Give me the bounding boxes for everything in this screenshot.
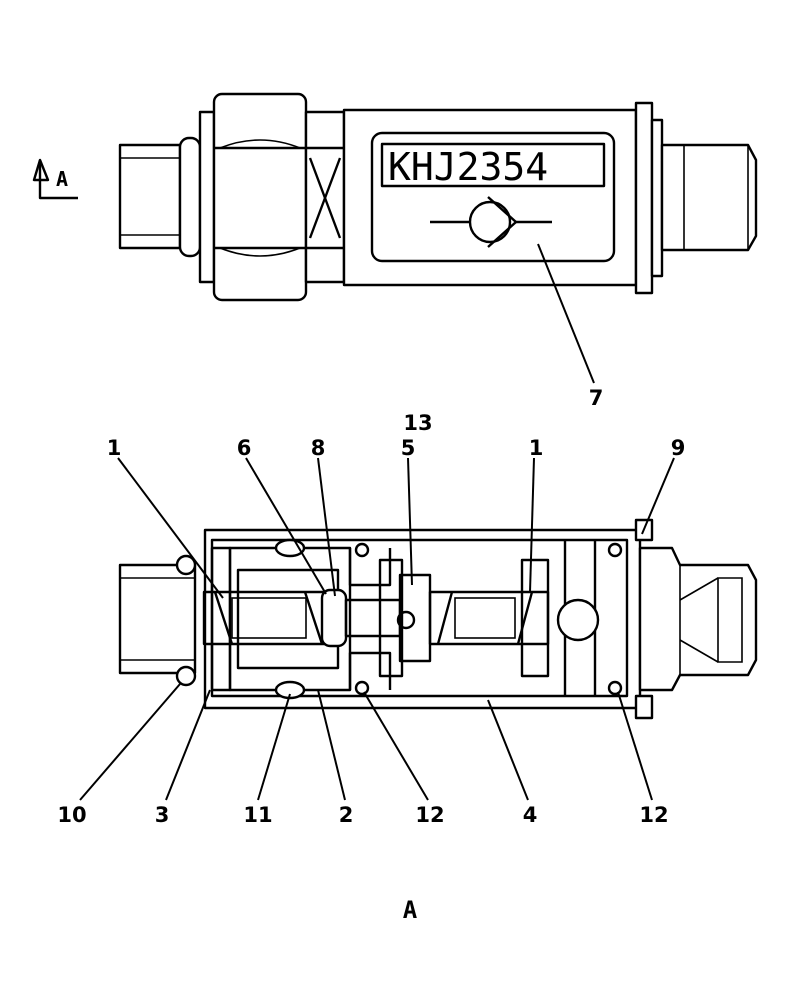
hex-nut <box>198 92 346 302</box>
o-ring-10 <box>175 665 197 687</box>
callout-4: 4 <box>523 803 538 827</box>
callout-12-right: 12 <box>639 803 668 827</box>
callout-12-mid: 12 <box>415 803 444 827</box>
callout-1-right: 1 <box>529 436 544 460</box>
ball-seat <box>556 540 600 696</box>
section-right-fitting <box>634 518 758 720</box>
left-fitting <box>118 136 202 258</box>
check-valve-symbol-icon <box>430 196 552 248</box>
callout-5: 5 <box>401 436 416 460</box>
o-ring-10-top <box>175 554 197 576</box>
callout-labels: 7 13 1 6 8 5 1 9 10 3 11 2 12 4 12 <box>57 386 685 827</box>
section-arrow: A <box>32 158 78 200</box>
callout-9: 9 <box>671 436 686 460</box>
callout-3: 3 <box>155 803 170 827</box>
spring-right <box>428 558 550 678</box>
right-fitting <box>660 143 758 252</box>
nameplate: KHJ2354 <box>370 131 616 263</box>
o-ring-12-right <box>607 680 623 696</box>
section-view <box>118 518 758 720</box>
leader-lines <box>79 243 675 801</box>
callout-11: 11 <box>243 803 272 827</box>
view-label: A <box>403 896 418 924</box>
section-left-fitting <box>118 554 197 687</box>
seals <box>274 538 623 700</box>
callout-8: 8 <box>311 436 326 460</box>
callout-7: 7 <box>589 386 604 410</box>
o-ring-12-mid <box>354 680 370 696</box>
callout-2: 2 <box>339 803 354 827</box>
callout-10: 10 <box>57 803 86 827</box>
callout-1-left: 1 <box>107 436 122 460</box>
callout-13: 13 <box>403 411 432 435</box>
section-arrow-label: A <box>56 167 68 191</box>
callout-6: 6 <box>237 436 252 460</box>
external-view: KHJ2354 <box>118 92 758 302</box>
nameplate-part-number: KHJ2354 <box>388 145 548 189</box>
